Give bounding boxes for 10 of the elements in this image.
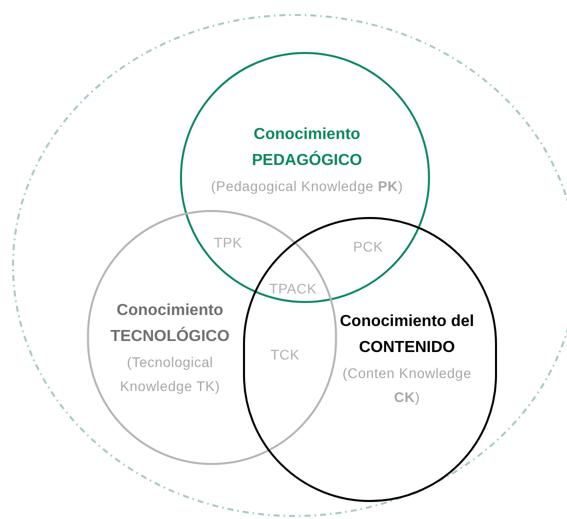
circle-heading: Conocimiento del CONTENIDO bbox=[338, 312, 476, 358]
circle-subtitle: (Pedagogical Knowledge PK) bbox=[211, 177, 403, 196]
intersection-label: TPK bbox=[214, 234, 242, 252]
circle-heading: Conocimiento PEDAGÓGICO bbox=[250, 125, 364, 171]
intersection-label: TPACK bbox=[269, 280, 317, 298]
intersection-label: TCK bbox=[270, 346, 300, 364]
circle-heading: Conocimiento TECNOLÓGICO bbox=[109, 301, 231, 347]
intersection-label: PCK bbox=[353, 238, 383, 256]
circle-subtitle: (Conten Knowledge CK) bbox=[342, 364, 472, 407]
circle-subtitle: (Tecnological Knowledge TK) bbox=[118, 353, 221, 396]
